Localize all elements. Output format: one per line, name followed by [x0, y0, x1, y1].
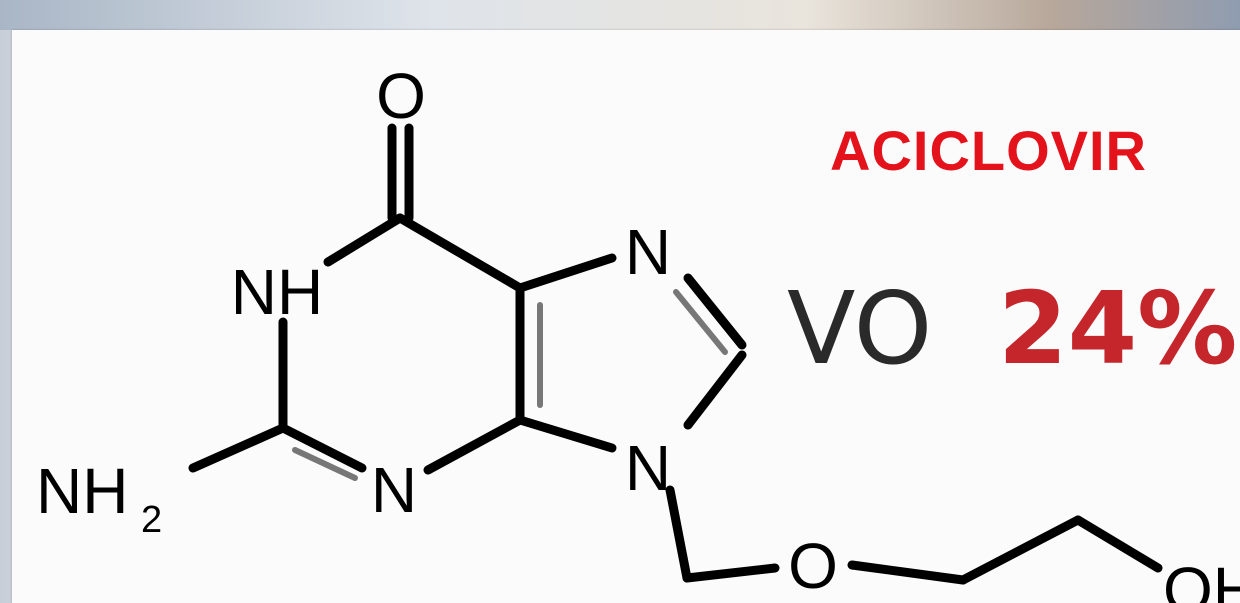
molecule-bonds: [188, 123, 1163, 585]
molecule-double-bond-inner: [292, 289, 728, 481]
bond-c8-n9: [683, 350, 747, 430]
slide-canvas: [12, 30, 1240, 603]
atom-ring-n3: N: [371, 454, 417, 526]
bond-c6-n1: [323, 213, 405, 267]
bond-ch2-ch2: [958, 515, 1083, 585]
bond-n7-c8: [683, 273, 747, 350]
bioavailability-value: 24%: [998, 270, 1237, 387]
atom-ring-n9: N: [625, 432, 671, 504]
top-gradient-strip: [0, 0, 1240, 30]
bond-n7c8-inner: [673, 289, 728, 355]
bond-c6-c5: [395, 213, 525, 293]
bond-c2n3-inner: [292, 447, 358, 481]
bond-c4-n9: [515, 415, 617, 453]
bond-o-ch2: [847, 560, 968, 585]
bond-ch2-o: [682, 563, 780, 583]
atom-carbonyl-o: O: [376, 60, 426, 132]
bond-c2-nh2: [188, 423, 288, 473]
route-label: VO: [787, 270, 932, 387]
atom-nh-ring: NH: [231, 256, 323, 328]
atom-ether-o: O: [788, 530, 838, 602]
bond-n9-ch2: [665, 485, 692, 583]
bond-c2-n3: [278, 423, 367, 473]
atom-amine-n: NH: [36, 455, 128, 527]
drug-name-title: ACICLOVIR: [830, 119, 1147, 182]
bond-ch2-oh: [1073, 515, 1163, 573]
atom-amine-subscript: 2: [141, 499, 162, 541]
atom-hydroxyl: OH: [1163, 554, 1240, 603]
bond-c5-n7: [515, 253, 617, 293]
atom-ring-n7: N: [625, 216, 671, 288]
bond-n3-c4: [423, 415, 525, 475]
